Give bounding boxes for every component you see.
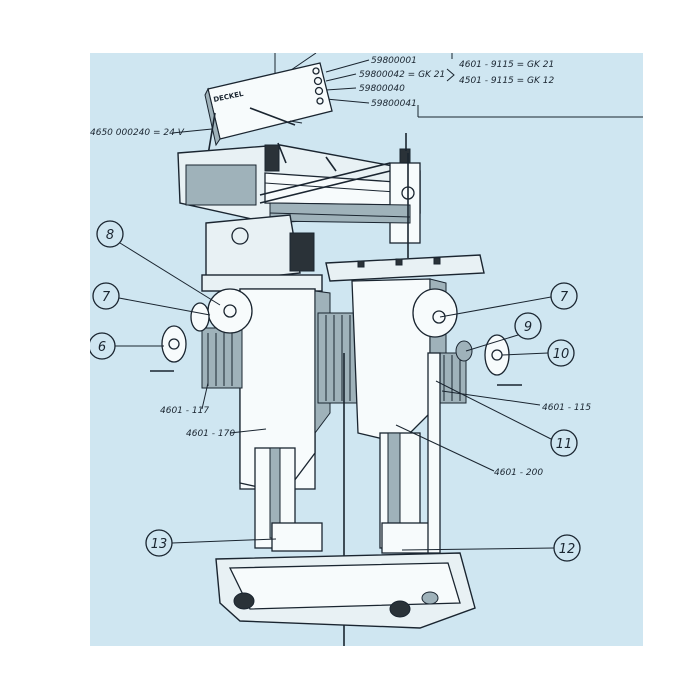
svg-text:10: 10 (553, 347, 570, 362)
callout-12: 12 (401, 534, 581, 562)
callout-7-right: 7 (439, 282, 578, 318)
part-label-4601-117: 4601 - 117 (160, 406, 209, 416)
callout-8: 8 (96, 220, 221, 306)
right-column (325, 153, 485, 554)
variant-gk12: 4501 - 9115 = GK 12 (459, 76, 555, 86)
svg-text:7: 7 (102, 290, 111, 305)
motor-label: 4650 000240 = 24 V (90, 128, 185, 138)
handwheel-right-upper (412, 288, 458, 338)
callout-6: 6 (90, 332, 164, 360)
svg-text:13: 13 (151, 537, 168, 552)
callout-7-left: 7 (92, 282, 211, 316)
handwheel-left-front (150, 325, 187, 372)
part-number-59800041: 59800041 (371, 99, 417, 109)
control-panel: DECKEL (199, 62, 333, 204)
part-label-4601-170: 4601 - 170 (186, 429, 235, 439)
svg-text:7: 7 (560, 290, 569, 305)
svg-text:6: 6 (98, 340, 106, 355)
part-label-4601-200: 4601 - 200 (494, 468, 543, 478)
part-label-4601-115: 4601 - 115 (542, 403, 591, 413)
part-number-59800001: 59800001 (371, 56, 417, 66)
callout-11: 11 (435, 380, 578, 457)
handwheel-left-upper (190, 288, 253, 334)
parts-list-top: 59800001 59800042 = GK 21 59800040 59800… (274, 53, 643, 118)
part-number-59800042: 59800042 = GK 21 (359, 70, 445, 80)
machine-base (215, 552, 476, 629)
left-column (201, 214, 331, 552)
callout-10: 10 (501, 339, 575, 367)
callout-9: 9 (465, 312, 542, 352)
svg-text:11: 11 (556, 437, 573, 452)
upper-head (177, 133, 421, 244)
machine-drawing: 59800001 59800042 = GK 21 59800040 59800… (90, 53, 643, 646)
part-number-59800040: 59800040 (359, 84, 405, 94)
svg-text:8: 8 (106, 228, 114, 243)
variant-gk21: 4601 - 9115 = GK 21 (459, 60, 554, 70)
diagram-sheet: 59800001 59800042 = GK 21 59800040 59800… (90, 53, 643, 646)
svg-text:9: 9 (524, 320, 532, 335)
svg-text:12: 12 (559, 542, 576, 557)
callout-13: 13 (145, 529, 277, 557)
